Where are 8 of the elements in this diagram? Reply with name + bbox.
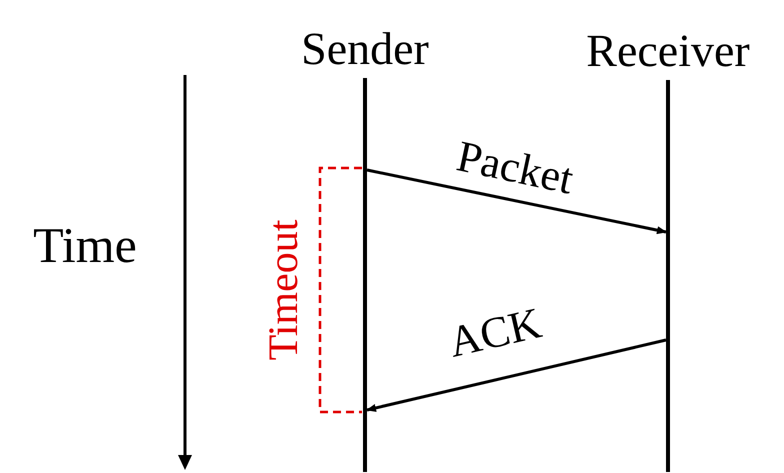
time-label: Time bbox=[33, 220, 137, 270]
edge-label: Packet bbox=[453, 134, 577, 202]
arrow bbox=[366, 168, 667, 234]
lifeline-heading: Receiver bbox=[586, 28, 750, 74]
lifeline-heading: Sender bbox=[301, 26, 429, 72]
arrow bbox=[366, 338, 666, 412]
timeout-label: Timeout bbox=[263, 220, 305, 360]
edge-label: ACK bbox=[444, 301, 546, 365]
